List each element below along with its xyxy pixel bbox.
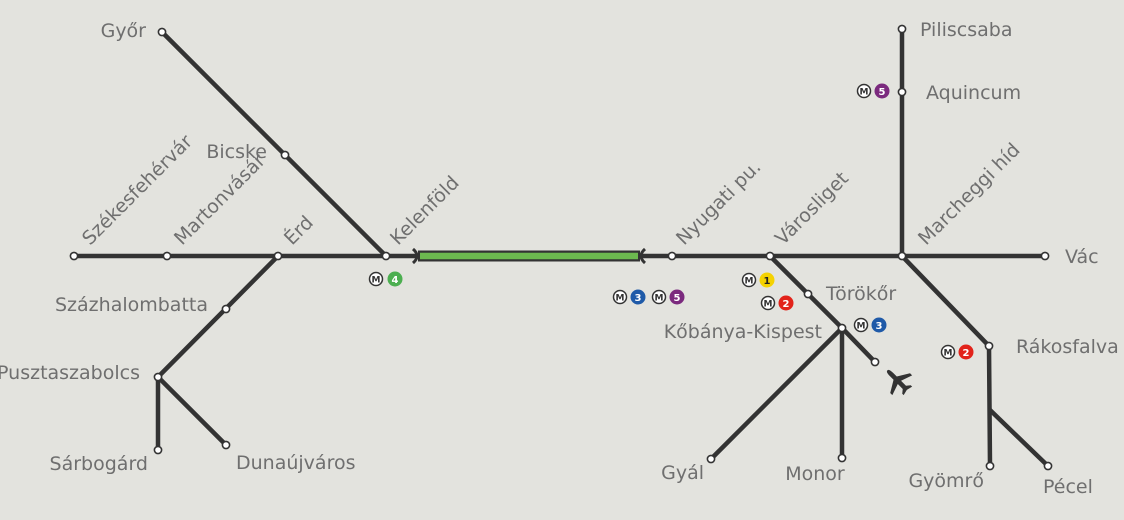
metro-badges: M 4 M 3 M 5 M 1 M 2 (368, 83, 974, 360)
label-gyomro: Gyömrő (908, 470, 984, 492)
node-aquincum[interactable] (897, 87, 907, 97)
metro-m-glyph: M (616, 294, 625, 304)
node-monor[interactable] (837, 453, 847, 463)
tunnel-portal-east (639, 247, 647, 265)
node-kobanya-kispest[interactable] (837, 323, 847, 333)
label-gyor: Győr (101, 20, 147, 42)
node-martonvasar[interactable] (162, 251, 172, 261)
label-aquincum: Aquincum (926, 82, 1021, 104)
metro-line-number: 2 (783, 299, 790, 310)
metro-line-m5-icon (669, 289, 685, 305)
node-varosliget[interactable] (765, 251, 775, 261)
metro-badge-aquincum[interactable]: M 5 (856, 83, 890, 99)
metro-m-icon (741, 272, 757, 288)
track-torokor-kispest (805, 291, 845, 331)
metro-m-glyph: M (857, 322, 866, 332)
metro-m-icon (760, 295, 776, 311)
node-piliscsaba[interactable] (897, 24, 907, 34)
node-airport[interactable] (870, 357, 880, 367)
label-sarbogard: Sárbogárd (50, 453, 148, 475)
track-airport-spur (839, 325, 878, 365)
track-gyomro (986, 343, 993, 469)
node-erd[interactable] (273, 251, 283, 261)
track-erd-pusztaszabolcs (155, 253, 281, 380)
label-torokor: Törökőr (825, 283, 896, 305)
label-bicske: Bicske (206, 141, 267, 163)
node-pusztaszabolcs[interactable] (153, 372, 163, 382)
metro-line-number: 5 (879, 87, 886, 98)
node-sarbogard[interactable] (153, 445, 163, 455)
label-rakosfalva: Rákosfalva (1016, 336, 1119, 358)
metro-line-number: 2 (963, 348, 970, 359)
metro-line-number: 4 (392, 275, 399, 286)
metro-m-icon (368, 271, 384, 287)
metro-badge-kelenfold[interactable]: M 4 (368, 271, 403, 287)
metro-m-icon (940, 344, 956, 360)
metro-m-glyph: M (944, 349, 953, 359)
track-pecel (987, 407, 1051, 469)
label-pecel: Pécel (1043, 476, 1093, 498)
metro-badge-nyugati[interactable]: M 3 M 5 (612, 289, 685, 305)
node-gyal[interactable] (706, 454, 716, 464)
metro-line-m3-icon (630, 289, 646, 305)
node-gyomro[interactable] (985, 461, 995, 471)
node-rakosfalva[interactable] (984, 341, 994, 351)
label-szazhalombatta: Százhalombatta (55, 294, 208, 316)
node-kelenfold[interactable] (381, 251, 391, 261)
metro-m-glyph: M (745, 277, 754, 287)
metro-line-number: 5 (674, 293, 681, 304)
node-bicske[interactable] (280, 150, 290, 160)
metro-m-icon (612, 289, 628, 305)
node-torokor[interactable] (803, 289, 813, 299)
track-gyor-kelenfold (159, 29, 389, 259)
metro-m-glyph: M (655, 294, 664, 304)
metro-line-m4-icon (387, 271, 403, 287)
node-vac[interactable] (1040, 251, 1050, 261)
label-gyal: Gyál (661, 462, 704, 484)
metro-line-m1-icon (759, 272, 775, 288)
node-szekesfehervar[interactable] (69, 251, 79, 261)
metro-line-number: 3 (876, 321, 883, 332)
node-gyor[interactable] (157, 27, 167, 37)
metro-line-m2-icon (958, 344, 974, 360)
tracks (71, 26, 1051, 469)
metro-line-m2-icon (778, 295, 794, 311)
track-dunaujvaros (155, 374, 229, 448)
track-varosliget-torokor (767, 253, 811, 297)
label-piliscsaba: Piliscsaba (920, 19, 1012, 41)
metro-line-number: 3 (635, 293, 642, 304)
label-pusztaszabolcs: Pusztaszabolcs (0, 362, 140, 384)
metro-m-icon (856, 83, 872, 99)
metro-badge-torokor[interactable]: M 2 (760, 295, 794, 311)
tunnel-segment (411, 247, 647, 265)
node-nyugati[interactable] (667, 251, 677, 261)
metro-m-glyph: M (372, 276, 381, 286)
node-szazhalombatta[interactable] (221, 304, 231, 314)
metro-line-number: 1 (764, 276, 771, 287)
node-pecel[interactable] (1043, 461, 1053, 471)
tunnel-portal-west (411, 247, 419, 265)
label-monor: Monor (785, 463, 845, 485)
metro-badge-varosliget[interactable]: M 1 (741, 272, 775, 288)
metro-m-icon (651, 289, 667, 305)
metro-m-glyph: M (860, 88, 869, 98)
label-kobanya-kispest: Kőbánya-Kispest (664, 321, 822, 343)
node-marcheggi[interactable] (897, 251, 907, 261)
metro-m-glyph: M (764, 300, 773, 310)
node-dunaujvaros[interactable] (221, 440, 231, 450)
station-nodes (69, 24, 1053, 471)
label-dunaujvaros: Dunaújváros (236, 452, 355, 474)
metro-badge-kobanya-kispest[interactable]: M 3 (853, 317, 887, 333)
metro-m-icon (853, 317, 869, 333)
metro-line-m3-icon (871, 317, 887, 333)
metro-line-m5-icon (874, 83, 890, 99)
track-rakosfalva (899, 253, 992, 349)
label-vac: Vác (1065, 246, 1099, 268)
airplane-icon[interactable] (877, 360, 917, 400)
track-gyal (708, 325, 845, 462)
metro-badge-rakosfalva[interactable]: M 2 (940, 344, 974, 360)
